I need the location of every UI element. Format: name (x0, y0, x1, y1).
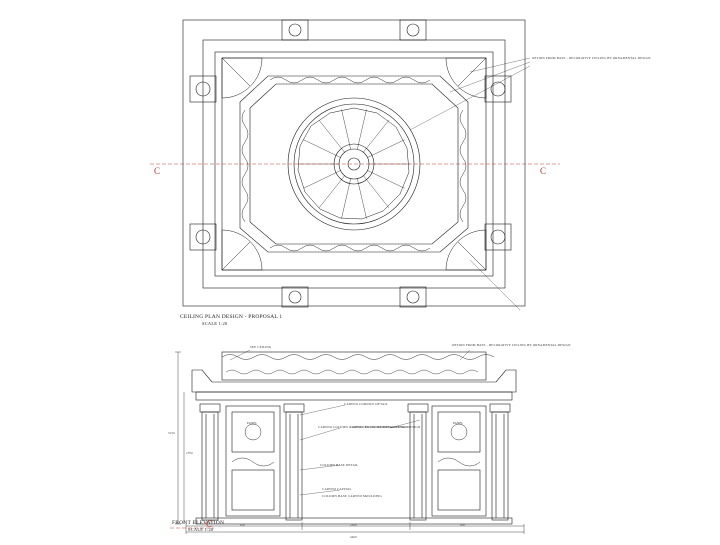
dim-a: 950 (240, 523, 246, 527)
dim-c: 950 (460, 523, 466, 527)
dome-ray (318, 175, 345, 208)
plan-octagon-border (239, 75, 469, 253)
elevation-note-right-1: CARVED PANEL BY ORNAMENTAL DESIGN (350, 425, 421, 429)
dome-ray (363, 120, 390, 153)
dome-ray (363, 175, 390, 208)
elevation-note-mid-3: COLUMN BASE DETAIL (320, 463, 359, 467)
elevation-section-marker: C (206, 519, 213, 529)
dim-height-2: 2700 (186, 451, 193, 455)
dome-ray (367, 170, 405, 189)
elevation-note-low-1: CARVED CAPITAL (322, 487, 352, 491)
elevation-panel-left-label: PANEL (247, 421, 258, 425)
elevation-scale: SCALE 1:20 (188, 527, 214, 532)
dome-ray (341, 178, 351, 219)
dome-ray (357, 178, 367, 219)
plan-corner-fans (221, 57, 487, 271)
plan-section-marker-right: C (540, 166, 547, 176)
dome-ray (303, 170, 341, 189)
dome-ray (367, 139, 405, 158)
dim-height: 3150 (168, 431, 175, 435)
elevation-note-mid-1: CARVED CORNICE DETAIL (344, 402, 388, 406)
elevation-title: FRONT ELEVATION (172, 520, 225, 526)
elevation-note-top-left: SEE CEILING (250, 345, 272, 349)
ceiling-plan (150, 19, 560, 308)
elevation-note-top-right: OPTION FROM BASE - DECORATIVE CEILING BY… (452, 343, 571, 347)
plan-leaders (409, 57, 531, 311)
dome-ray (341, 109, 351, 150)
elevation-note-low-2: COLUMN BASE CARVED MOULDING (322, 494, 382, 498)
elevation-panel-right-label: PANEL (453, 421, 464, 425)
plan-scale: SCALE 1:20 (202, 321, 228, 326)
elevation-dimensions (175, 351, 525, 534)
plan-title: CEILING PLAN DESIGN - PROPOSAL 1 (180, 314, 283, 320)
elevation-note-mid-2: CARVED COLUMN CAPITAL BY ORNAMENTAL DESI… (318, 425, 409, 429)
plan-scroll-band (241, 76, 467, 252)
plan-note: OPTION FROM BASE - DECORATIVE CEILING BY… (532, 56, 651, 60)
plan-rosettes (189, 19, 512, 308)
front-elevation (170, 349, 525, 534)
plan-section-marker-left: C (154, 166, 161, 176)
dim-total: 4400 (350, 535, 357, 539)
dome-ray (357, 109, 367, 150)
elevation-columns (199, 403, 511, 521)
dim-b: 2500 (350, 523, 357, 527)
dome-ray (318, 120, 345, 153)
elevation-panels (225, 405, 487, 517)
dome-ray (303, 139, 341, 158)
elevation-leaders (229, 349, 471, 496)
